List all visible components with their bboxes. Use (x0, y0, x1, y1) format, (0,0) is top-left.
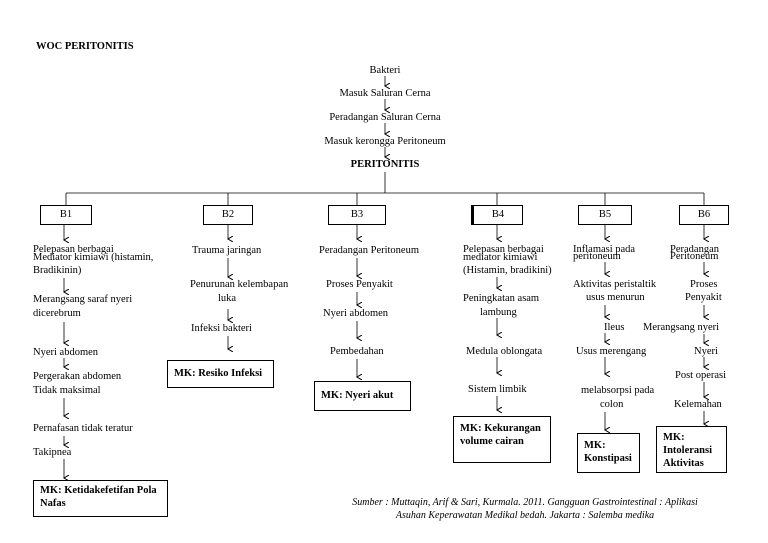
b3-step-proses: Proses Penyakit (326, 279, 393, 290)
b5-step-melabsorpsi: melabsorpsi pada (581, 385, 655, 396)
chain-peradangan-saluran-cerna: Peradangan Saluran Cerna (329, 112, 441, 123)
b6-diagnosis-box: MK: Intoleransi Aktivitas (656, 426, 727, 473)
b6-step-penyakit: Penyakit (685, 292, 722, 303)
b5-step-aktivitas: Aktivitas peristaltik (573, 279, 657, 290)
branch-b2-box: B2 (203, 205, 253, 225)
b3-step-pembedahan: Pembedahan (330, 346, 384, 357)
b1-step-merangsang: Merangsang saraf nyeri (33, 294, 133, 305)
b4-step-medula: Medula oblongata (466, 346, 543, 357)
b2-step-trauma: Trauma jaringan (192, 245, 262, 256)
page-title: WOC PERITONITIS (36, 41, 134, 52)
chain-masuk-kerongga-peritoneum: Masuk kerongga Peritoneum (324, 136, 446, 147)
b1-diagnosis-box: MK: Ketidakefetifan Pola Nafas (33, 480, 168, 517)
b5-diagnosis-box: MK: Konstipasi (577, 433, 640, 473)
branch-b5-box: B5 (578, 205, 632, 225)
b5-step-usus-merengang: Usus merengang (576, 346, 647, 357)
branch-b4-box: B4 (471, 205, 523, 225)
b4-step-lambung: lambung (480, 307, 517, 318)
b2-step-infeksi: Infeksi bakteri (191, 323, 252, 334)
b4-step-mediator: mediator kimiawi (463, 252, 538, 263)
b6-step-peradangan: Peradangan (670, 244, 719, 255)
b6-step-kelemahan: Kelemahan (674, 399, 722, 410)
chain-masuk-saluran-cerna: Masuk Saluran Cerna (339, 88, 431, 99)
b2-step-penurunan: Penurunan kelembapan (190, 279, 289, 290)
b1-step-pernafasan: Pernafasan tidak teratur (33, 423, 133, 434)
source-citation-line2: Asuhan Keperawatan Medikal bedah. Jakart… (395, 510, 655, 521)
b5-step-ileus: Ileus (604, 322, 625, 333)
b1-step-bradikinin: Bradikinin) (33, 265, 82, 276)
branch-b3-box: B3 (328, 205, 386, 225)
root-peritonitis: PERITONITIS (350, 159, 420, 170)
b4-step-peningkatan: Peningkatan asam (463, 293, 540, 304)
b5-step-colon: colon (600, 399, 624, 410)
b6-step-proses: Proses (690, 279, 718, 290)
b4-step-sistem-limbik: Sistem limbik (468, 384, 527, 395)
b3-step-peradangan: Peradangan Peritoneum (319, 245, 420, 256)
b4-step-pelepasan: Pelepasan berbagai (463, 244, 544, 255)
source-citation-line1: Sumber : Muttaqin, Arif & Sari, Kurmala.… (352, 497, 698, 508)
b1-step-pelepasan: Pelepasan berbagai (33, 244, 114, 255)
b6-step-peritoneum: Peritoneum (670, 251, 719, 262)
b1-step-nyeri-abdomen: Nyeri abdomen (33, 347, 99, 358)
b5-step-inflamasi: Inflamasi pada (573, 244, 636, 255)
branch-b1-box: B1 (40, 205, 92, 225)
b2-step-luka: luka (218, 293, 237, 304)
b1-step-dicerebrum: dicerebrum (33, 308, 81, 319)
b1-step-tidak-maksimal: Tidak maksimal (33, 385, 101, 396)
branch-b6-box: B6 (679, 205, 729, 225)
b4-diagnosis-box: MK: Kekurangan volume cairan (453, 416, 551, 463)
b5-step-usus-menurun: usus menurun (586, 292, 645, 303)
chain-bakteri: Bakteri (369, 65, 401, 76)
b6-step-nyeri: Nyeri (694, 346, 718, 357)
b2-diagnosis-box: MK: Resiko Infeksi (167, 360, 274, 388)
b6-step-post-operasi: Post operasi (675, 370, 727, 381)
b1-step-takipnea: Takipnea (33, 447, 72, 458)
b3-diagnosis-box: MK: Nyeri akut (314, 381, 411, 411)
b1-step-pergerakan: Pergerakan abdomen (33, 371, 122, 382)
b4-step-histamin: (Histamin, bradikini) (463, 265, 552, 276)
b5-step-peritoneum: peritoneum (573, 251, 621, 262)
b1-step-mediator: Mediator kimiawi (histamin, (33, 252, 154, 263)
b6-step-merangsang-nyeri: Merangsang nyeri (643, 322, 720, 333)
b3-step-nyeri-abdomen: Nyeri abdomen (323, 308, 389, 319)
